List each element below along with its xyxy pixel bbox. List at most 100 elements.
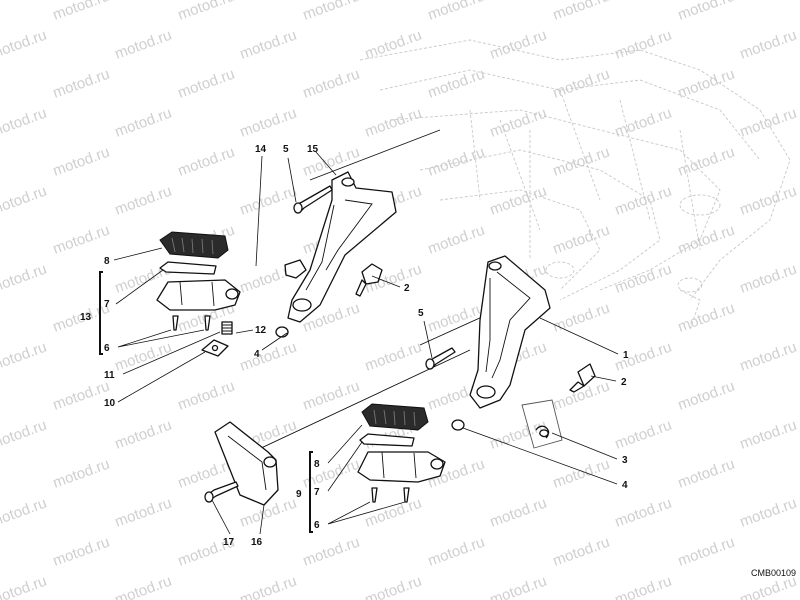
watermark-text: motod.ru (676, 144, 737, 180)
watermark-text: motod.ru (51, 66, 112, 102)
upper-footpeg-body (156, 279, 241, 311)
upper-peg-screw-a (172, 315, 179, 331)
callout-17: 17 (223, 537, 235, 548)
watermark-text: motod.ru (0, 183, 49, 219)
watermark-text: motod.ru (426, 0, 487, 24)
watermark-text: motod.ru (176, 144, 237, 180)
watermark-text: motod.ru (551, 534, 612, 570)
lower-footpeg-assembly (357, 403, 446, 503)
upper-footpeg-assembly (156, 231, 241, 357)
watermark-text: motod.ru (0, 261, 49, 297)
watermark-text: motod.ru (738, 261, 799, 297)
lower-peg-screw-a (371, 487, 378, 503)
watermark-text: motod.ru (113, 573, 174, 600)
watermark-text: motod.ru (0, 339, 49, 375)
watermark-text: motod.ru (488, 495, 549, 531)
watermark-text: motod.ru (363, 105, 424, 141)
watermark-text: motod.ru (51, 456, 112, 492)
callout-5-upper: 5 (283, 144, 289, 155)
watermark-text: motod.ru (51, 534, 112, 570)
watermark-text: motod.ru (426, 300, 487, 336)
watermark-text: motod.ru (113, 105, 174, 141)
watermark-text: motod.ru (426, 222, 487, 258)
watermark-text: motod.ru (51, 144, 112, 180)
callout-labels: 1 2 2 3 4 4 5 5 6 6 7 7 8 8 9 10 11 12 1… (80, 144, 629, 548)
rubber-buffers (355, 263, 596, 393)
watermark-text: motod.ru (113, 183, 174, 219)
drawing-code: CMB00109 (751, 568, 796, 578)
watermark-text: motod.ru (301, 66, 362, 102)
watermark-text: motod.ru (738, 495, 799, 531)
upper-footpeg-bracket (284, 171, 397, 323)
watermark-text: motod.ru (51, 0, 112, 24)
watermark-text: motod.ru (176, 0, 237, 24)
watermark-text: motod.ru (301, 0, 362, 24)
watermark-text: motod.ru (676, 378, 737, 414)
watermark-text: motod.ru (113, 495, 174, 531)
watermark-text: motod.ru (551, 456, 612, 492)
bracket-screws (204, 185, 456, 503)
watermark-text: motod.ru (738, 105, 799, 141)
lower-footpeg-rubber (361, 403, 429, 431)
callout-5-lower: 5 (418, 308, 424, 319)
watermark-text: motod.ru (238, 27, 299, 63)
watermark-text: motod.ru (613, 183, 674, 219)
watermark-text: motod.ru (488, 183, 549, 219)
watermark-text: motod.ru (176, 66, 237, 102)
watermark-text: motod.ru (0, 573, 49, 600)
callout-8-lower: 8 (314, 459, 320, 470)
watermark-text: motod.ru (51, 222, 112, 258)
watermark-text: motod.ru (0, 105, 49, 141)
watermark-text: motod.ru (676, 300, 737, 336)
upper-footpeg-plate (159, 261, 217, 275)
callout-9: 9 (296, 489, 302, 500)
watermark-text: motod.ru (676, 222, 737, 258)
watermark-text: motod.ru (551, 0, 612, 24)
lower-footpeg-body (357, 451, 446, 483)
watermark-text: motod.ru (363, 495, 424, 531)
callout-4-lower: 4 (622, 480, 628, 491)
watermark-text: motod.ru (176, 378, 237, 414)
lower-spring (535, 425, 550, 439)
watermark-text: motod.ru (363, 339, 424, 375)
callout-16: 16 (251, 537, 263, 548)
watermark-text: motod.ru (113, 417, 174, 453)
callout-4-upper: 4 (254, 349, 260, 360)
watermark-text: motod.ru (51, 378, 112, 414)
callout-2-lower: 2 (621, 377, 627, 388)
watermark-text: motod.ru (363, 27, 424, 63)
callout-6-upper: 6 (104, 343, 110, 354)
lower-washer (451, 419, 465, 431)
upper-footpeg-rubber (159, 231, 229, 259)
watermark-text: motod.ru (301, 378, 362, 414)
watermark-text: motod.ru (0, 27, 49, 63)
lower-assembly-bracket (309, 451, 313, 533)
callout-14: 14 (255, 144, 267, 155)
watermark-text: motod.ru (613, 339, 674, 375)
watermark-text: motod.ru (363, 573, 424, 600)
watermark-text: motod.ru (238, 339, 299, 375)
watermark-text: motod.ru (551, 66, 612, 102)
upper-washer (275, 326, 289, 338)
watermark-text: motod.ru (488, 27, 549, 63)
watermark-text: motod.ru (738, 417, 799, 453)
watermark-text: motod.ru (488, 573, 549, 600)
watermark-text: motod.ru (0, 417, 49, 453)
watermark-text: motod.ru (238, 573, 299, 600)
watermark-text: motod.ru (613, 495, 674, 531)
watermark-text: motod.ru (238, 105, 299, 141)
lower-peg-screw-b (403, 487, 410, 503)
callout-8-upper: 8 (104, 256, 110, 267)
callout-1: 1 (623, 350, 629, 361)
watermark-text: motod.ru (551, 222, 612, 258)
heel-guard (214, 421, 279, 506)
watermark-text: motod.ru (113, 339, 174, 375)
watermark-text: motod.ru (613, 27, 674, 63)
callout-15: 15 (307, 144, 319, 155)
watermark-text: motod.ru (676, 0, 737, 24)
watermark-text: motod.ru (676, 456, 737, 492)
watermark-text: motod.ru (426, 144, 487, 180)
frame-background (359, 39, 791, 331)
watermark-text: motod.ru (551, 378, 612, 414)
